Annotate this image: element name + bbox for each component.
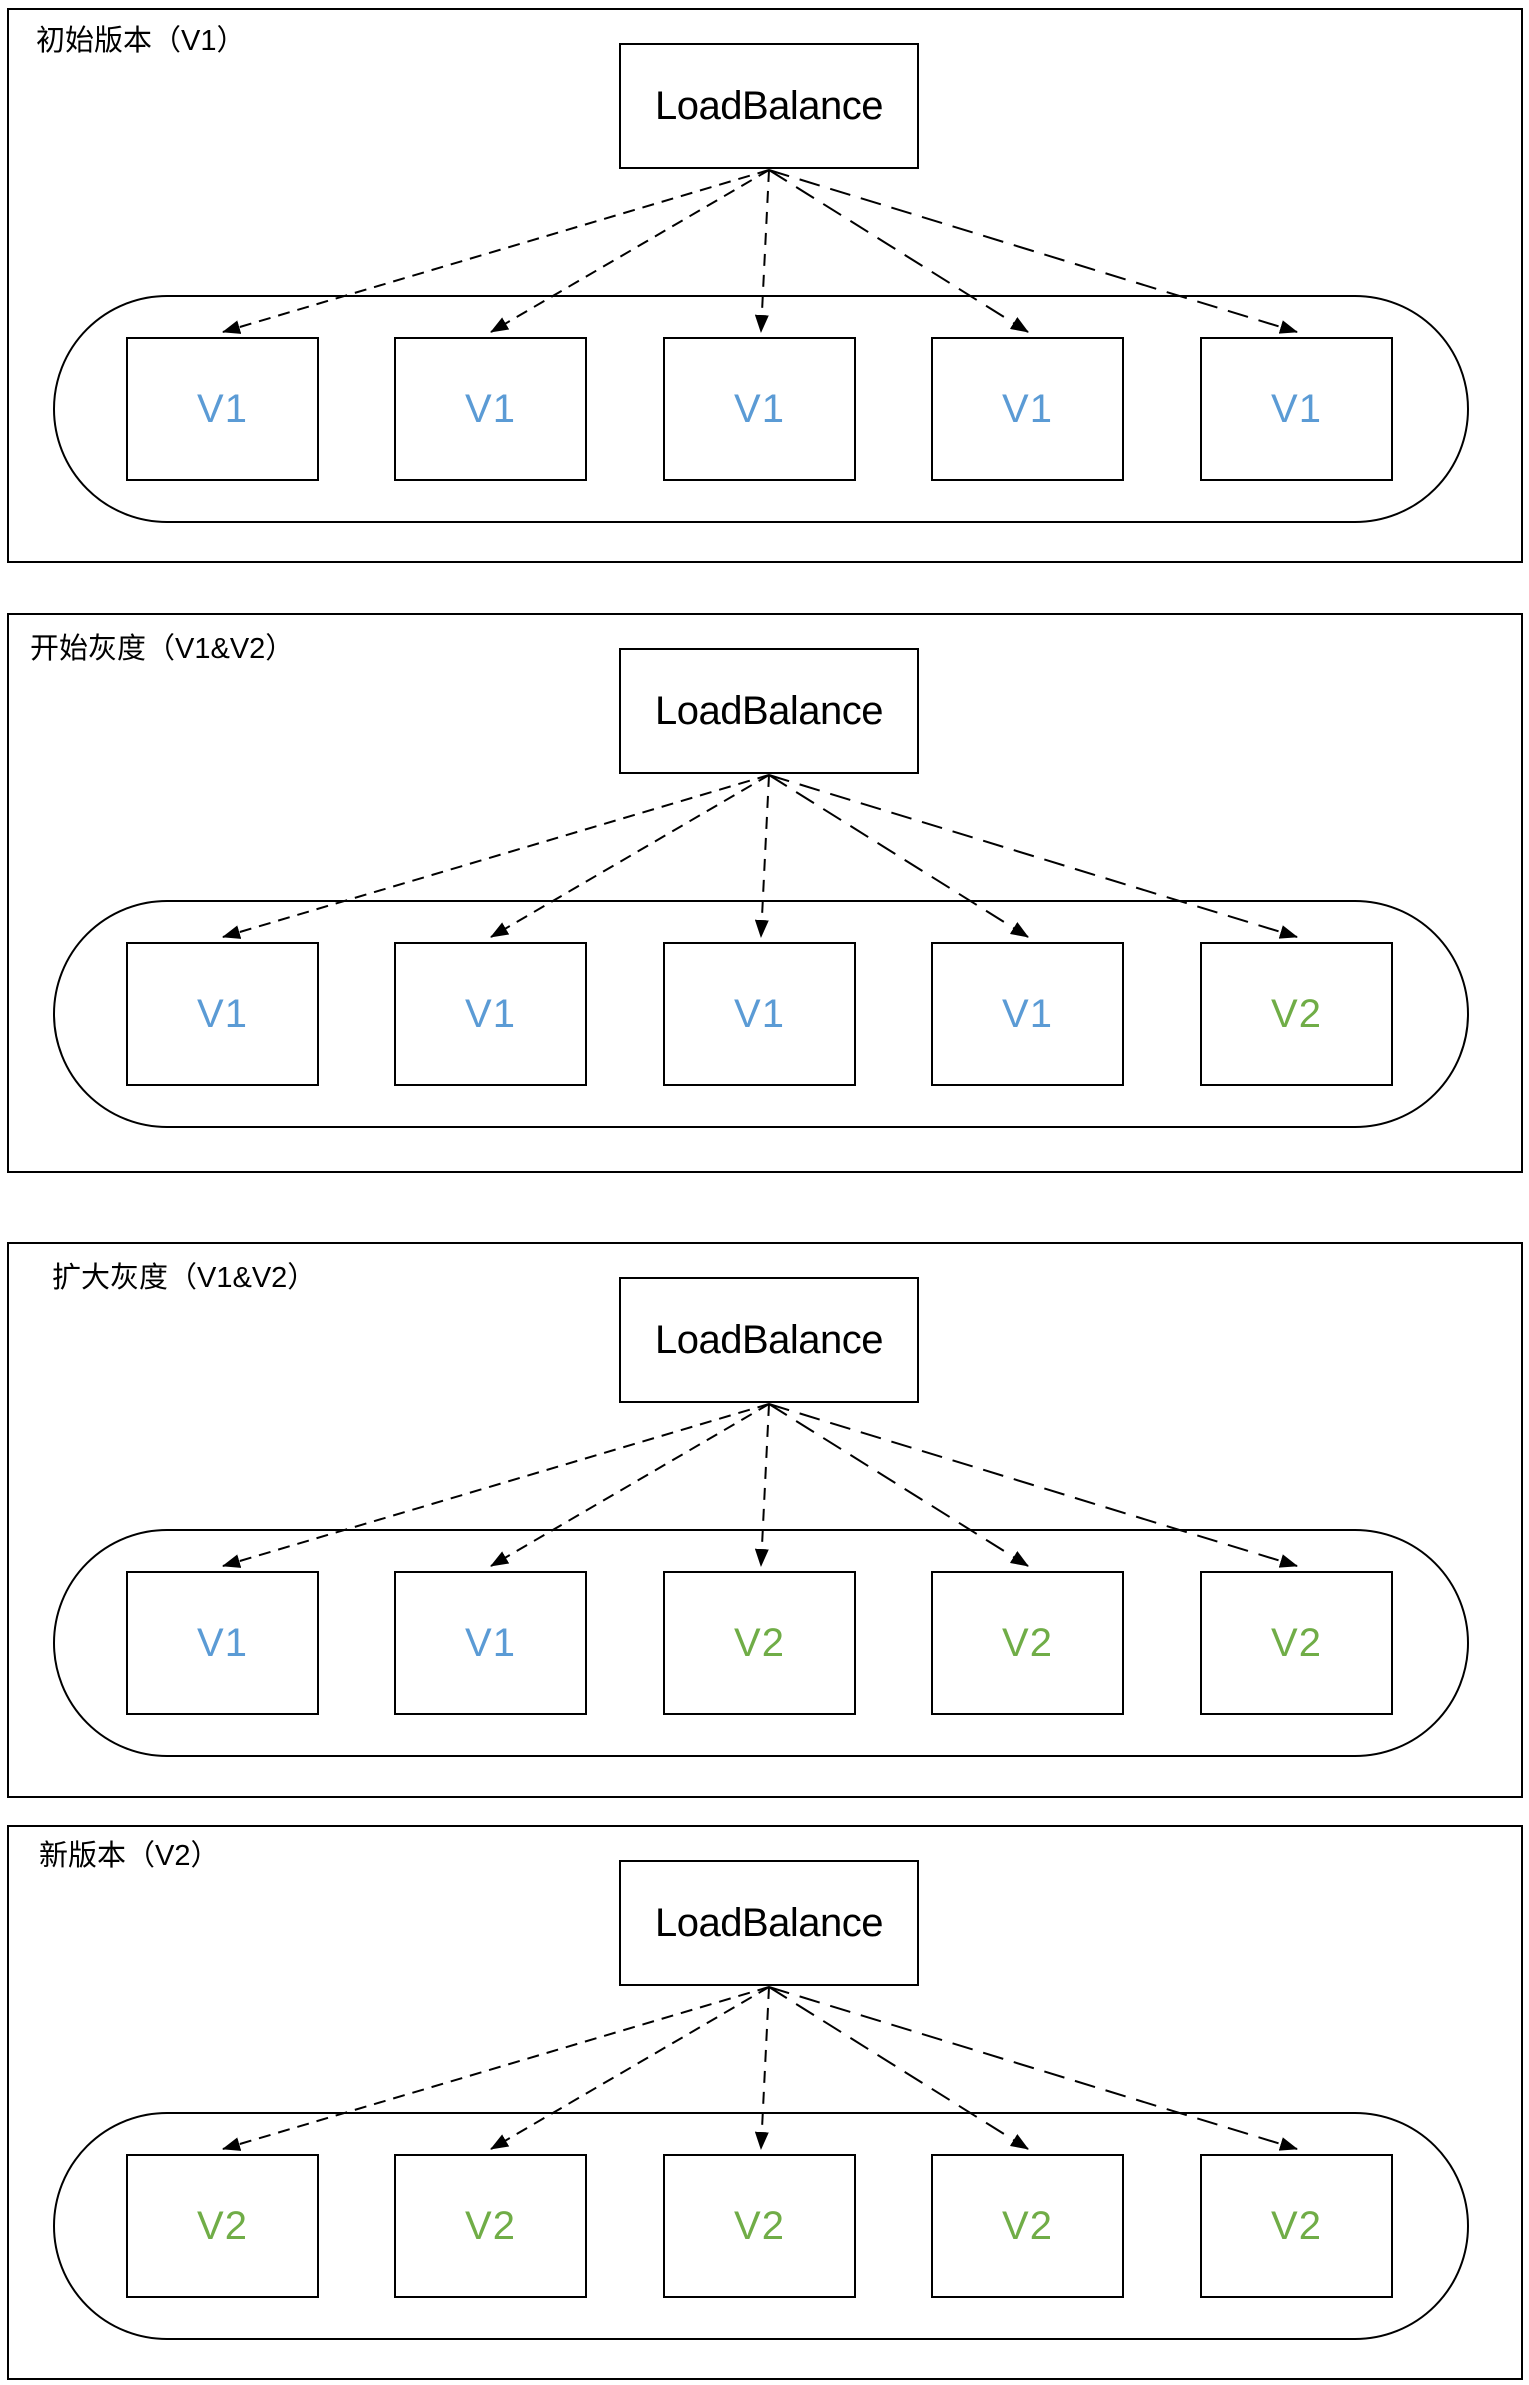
load-balancer-label: LoadBalance (654, 1317, 884, 1362)
server-node: V2 (1200, 1571, 1393, 1715)
server-node: V1 (126, 1571, 319, 1715)
server-pool-outline (53, 2112, 1469, 2340)
server-node: V1 (931, 942, 1124, 1086)
server-version-label: V2 (465, 2203, 516, 2248)
server-version-label: V2 (1002, 2203, 1053, 2248)
server-version-label: V2 (1271, 2203, 1322, 2248)
server-pool-outline (53, 1529, 1469, 1757)
load-balancer-label: LoadBalance (654, 688, 884, 733)
server-node: V2 (663, 1571, 856, 1715)
server-node: V2 (1200, 2154, 1393, 2298)
traffic-arrow (768, 1986, 1298, 2151)
server-version-label: V2 (734, 1620, 785, 1665)
load-balancer-node: LoadBalance (619, 1277, 919, 1403)
server-version-label: V1 (1002, 991, 1053, 1036)
traffic-arrow (754, 1403, 770, 1567)
traffic-arrow (768, 169, 1029, 333)
load-balancer-label: LoadBalance (654, 83, 884, 128)
traffic-arrow (754, 1986, 770, 2150)
traffic-arrows (222, 169, 1298, 334)
traffic-arrow (490, 1403, 770, 1567)
server-node: V2 (931, 1571, 1124, 1715)
server-version-label: V2 (1271, 991, 1322, 1036)
traffic-arrows (222, 774, 1298, 939)
server-version-label: V1 (197, 1620, 248, 1665)
load-balancer-node: LoadBalance (619, 1860, 919, 1986)
server-version-label: V2 (734, 2203, 785, 2248)
panel-title: 初始版本（V1） (36, 25, 246, 57)
panel-title: 新版本（V2） (39, 1840, 220, 1872)
server-version-label: V1 (465, 1620, 516, 1665)
load-balancer-node: LoadBalance (619, 43, 919, 169)
server-node: V2 (394, 2154, 587, 2298)
panel-title: 扩大灰度（V1&V2） (52, 1262, 317, 1294)
server-node: V1 (1200, 337, 1393, 481)
traffic-arrows (222, 1403, 1298, 1568)
server-node: V1 (126, 337, 319, 481)
server-version-label: V1 (1002, 386, 1053, 431)
traffic-arrow (490, 1986, 770, 2150)
server-version-label: V1 (197, 386, 248, 431)
traffic-arrow (768, 774, 1298, 939)
server-node: V1 (394, 337, 587, 481)
server-node: V2 (931, 2154, 1124, 2298)
server-node: V2 (1200, 942, 1393, 1086)
traffic-arrow (768, 1403, 1029, 1567)
server-node: V2 (663, 2154, 856, 2298)
server-version-label: V1 (465, 386, 516, 431)
load-balancer-label: LoadBalance (654, 1900, 884, 1945)
server-version-label: V1 (465, 991, 516, 1036)
traffic-arrow (490, 774, 770, 938)
traffic-arrow (768, 169, 1298, 334)
traffic-arrow (222, 1403, 770, 1568)
traffic-arrows (222, 1986, 1298, 2151)
traffic-arrow (768, 1986, 1029, 2150)
server-node: V1 (394, 942, 587, 1086)
server-node: V2 (126, 2154, 319, 2298)
traffic-arrow (222, 774, 770, 939)
server-version-label: V1 (734, 386, 785, 431)
traffic-arrow (490, 169, 770, 333)
panel-title: 开始灰度（V1&V2） (30, 633, 295, 665)
server-version-label: V1 (1271, 386, 1322, 431)
traffic-arrow (754, 774, 770, 938)
load-balancer-node: LoadBalance (619, 648, 919, 774)
traffic-arrow (222, 1986, 770, 2151)
traffic-arrow (768, 774, 1029, 938)
server-version-label: V2 (1271, 1620, 1322, 1665)
server-node: V1 (663, 942, 856, 1086)
server-node: V1 (931, 337, 1124, 481)
traffic-arrow (754, 169, 770, 333)
traffic-arrow (222, 169, 770, 334)
traffic-arrow (768, 1403, 1298, 1568)
server-node: V1 (394, 1571, 587, 1715)
server-pool-outline (53, 295, 1469, 523)
server-node: V1 (126, 942, 319, 1086)
server-pool-outline (53, 900, 1469, 1128)
stage-panel-new-version: 新版本（V2） LoadBalance V2 V2 V2 V2 V2 (7, 1825, 1523, 2380)
stage-panel-start-gray-release: 开始灰度（V1&V2） LoadBalance V1 V1 V1 V1 V2 (7, 613, 1523, 1173)
server-version-label: V1 (197, 991, 248, 1036)
stage-panel-initial-version: 初始版本（V1） LoadBalance V1 V1 V1 V1 V1 (7, 8, 1523, 563)
server-node: V1 (663, 337, 856, 481)
server-version-label: V2 (197, 2203, 248, 2248)
server-version-label: V1 (734, 991, 785, 1036)
server-version-label: V2 (1002, 1620, 1053, 1665)
stage-panel-expand-gray-release: 扩大灰度（V1&V2） LoadBalance V1 V1 V2 V2 V2 (7, 1242, 1523, 1798)
